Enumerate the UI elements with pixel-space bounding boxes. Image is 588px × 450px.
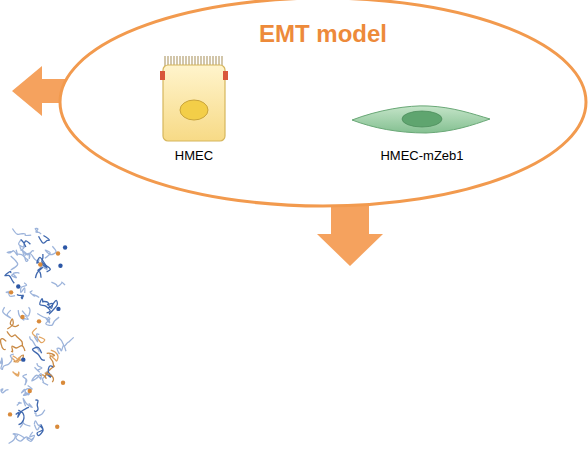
- cell-label: HMEC-mZeb1: [344, 148, 500, 163]
- protein-strand: [57, 346, 66, 355]
- protein-atom: [56, 307, 60, 311]
- epithelial-cell: HMEC: [154, 54, 234, 166]
- protein-strand: [22, 307, 30, 316]
- protein-strand: [9, 434, 25, 444]
- protein-strand: [34, 334, 39, 342]
- protein-strand: [37, 257, 47, 267]
- down-arrow: [317, 198, 383, 266]
- protein-strand: [34, 410, 44, 416]
- protein-strand: [32, 328, 44, 343]
- cell-body: [163, 65, 225, 141]
- protein-atom: [9, 290, 13, 294]
- nucleus: [180, 100, 208, 120]
- protein-strand: [12, 228, 31, 235]
- protein-strand: [32, 347, 44, 360]
- protein-atom: [28, 389, 32, 393]
- protein-strand: [27, 432, 35, 441]
- protein-atom: [63, 245, 67, 249]
- tight-junction: [160, 71, 165, 80]
- protein-strand: [45, 373, 53, 382]
- protein-strand: [1, 339, 7, 350]
- protein-strand: [49, 350, 58, 361]
- protein-atom: [20, 315, 24, 319]
- tight-junction: [223, 71, 228, 80]
- protein-strand: [30, 336, 40, 351]
- protein-strand: [23, 374, 27, 385]
- protein-strand: [21, 385, 32, 394]
- protein-strand: [32, 374, 41, 381]
- protein-structure: [0, 228, 74, 443]
- protein-strand: [5, 272, 14, 284]
- protein-strand: [35, 268, 42, 279]
- protein-atom: [56, 251, 60, 255]
- protein-strand: [42, 302, 52, 309]
- protein-atom: [16, 284, 20, 288]
- protein-strand: [21, 240, 30, 247]
- protein-strand: [35, 228, 41, 234]
- protein-strand: [30, 290, 39, 297]
- protein-atom: [38, 262, 42, 266]
- protein-atom: [21, 357, 25, 361]
- protein-strand: [34, 400, 38, 412]
- protein-strand: [45, 246, 56, 258]
- cell-body: [352, 106, 490, 133]
- cell-label: HMEC: [154, 148, 234, 163]
- protein-strand: [51, 282, 65, 287]
- protein-strand: [12, 273, 20, 278]
- protein-strand: [17, 402, 21, 405]
- protein-strand: [23, 251, 30, 259]
- protein-strand: [23, 398, 32, 407]
- protein-strand: [58, 337, 74, 346]
- protein-strand: [18, 410, 24, 425]
- protein-strand: [13, 371, 19, 376]
- model-ellipse: EMT modelHMEC HMEC-mZeb1: [58, 0, 588, 208]
- protein-strand: [12, 356, 20, 363]
- protein-strand: [11, 256, 18, 269]
- protein-strand: [19, 240, 25, 251]
- protein-strand: [34, 421, 39, 430]
- mesenchymal-cell: HMEC-mZeb1: [344, 102, 500, 166]
- protein-strand: [17, 294, 24, 298]
- protein-strand: [47, 366, 54, 378]
- protein-strand: [7, 250, 17, 255]
- protein-strand: [1, 389, 9, 393]
- protein-atom: [58, 264, 62, 268]
- protein-atom: [61, 381, 65, 385]
- protein-strand: [0, 358, 3, 369]
- mesenchymal-cell-icon: [352, 106, 490, 133]
- protein-strand: [11, 346, 25, 352]
- protein-strand: [3, 307, 11, 318]
- epithelial-cell-icon: [160, 56, 228, 141]
- protein-strand: [7, 331, 22, 346]
- protein-strand: [39, 236, 50, 244]
- nucleus: [402, 111, 442, 127]
- protein-strand: [7, 319, 18, 329]
- protein-strand: [21, 283, 27, 293]
- protein-atom: [8, 412, 12, 416]
- protein-atom: [55, 425, 59, 429]
- protein-strand: [46, 317, 59, 325]
- protein-strand: [2, 354, 13, 370]
- protein-strand: [34, 363, 41, 372]
- protein-atom: [37, 319, 41, 323]
- diagram-title: EMT model: [58, 20, 588, 48]
- protein-strand: [23, 393, 29, 396]
- protein-strand: [16, 254, 28, 261]
